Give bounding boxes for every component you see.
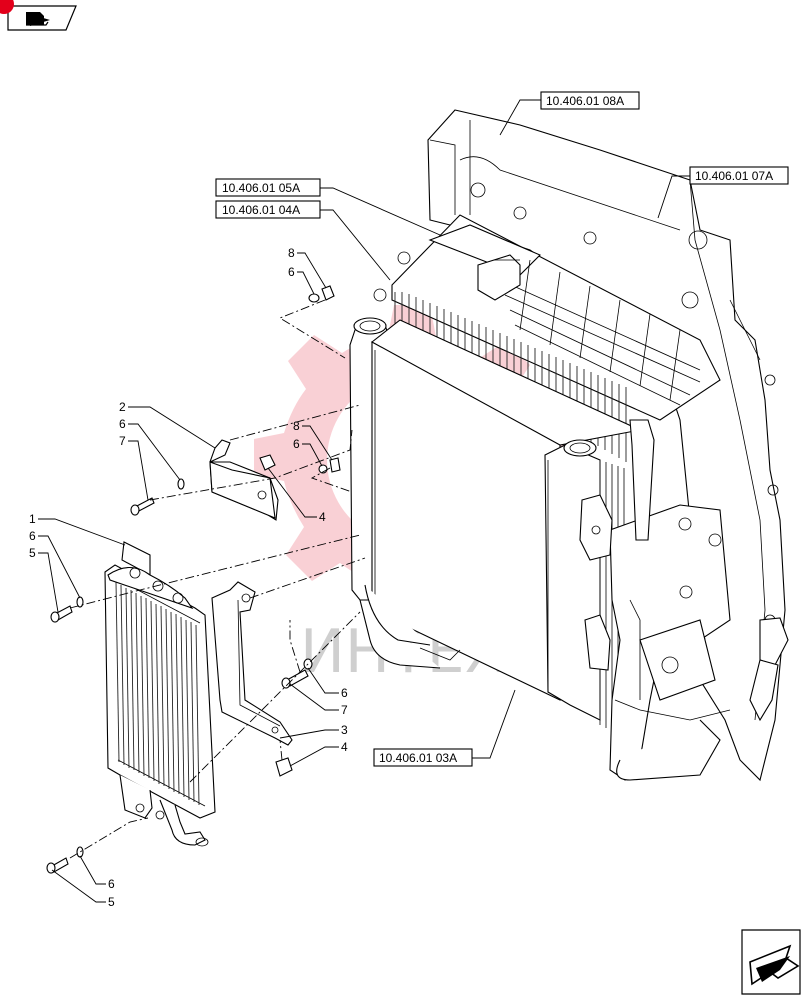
callout-6-lower-bracket: 6 (307, 667, 348, 700)
reference-box-07a[interactable]: 10.406.01 07A (657, 166, 789, 219)
callout-4-lower: 4 (289, 740, 348, 767)
right-mount-bracket (579, 419, 789, 781)
hardware-bolt-8a (308, 285, 335, 303)
bracket-3 (211, 581, 293, 746)
callout-1: 1 (29, 512, 126, 546)
hardware-nut-4a (259, 454, 276, 471)
callout-8-middle: 8 (293, 419, 333, 461)
reference-box-04a[interactable]: 10.406.01 04A (215, 200, 391, 281)
book-arrow-icon (26, 12, 50, 26)
hardware-washer-6b (177, 478, 185, 490)
reference-label: 10.406.01 05A (222, 181, 300, 195)
upper-cooler-grid (499, 259, 701, 406)
svg-text:6: 6 (119, 417, 126, 431)
callout-5-bottom: 5 (51, 869, 115, 909)
svg-text:4: 4 (341, 740, 348, 754)
hardware-nut-4b (275, 757, 293, 777)
reference-label: 10.406.01 04A (222, 203, 300, 217)
hardware-screw-7a (130, 497, 155, 516)
next-page-arrow-icon (749, 944, 800, 986)
callout-2: 2 (119, 400, 216, 449)
reference-box-08a[interactable]: 10.406.01 08A (499, 91, 640, 136)
oil-cooler-fins (115, 581, 200, 806)
upper-radiator-core (373, 214, 721, 462)
assembly-center-lines (69, 299, 366, 859)
callout-4-upper: 4 (267, 467, 326, 524)
prev-page-button[interactable] (7, 5, 77, 31)
reference-label: 10.406.01 03A (379, 751, 457, 765)
hardware-bolt-8b (318, 457, 341, 474)
svg-text:7: 7 (341, 703, 348, 717)
svg-text:5: 5 (29, 546, 36, 560)
next-page-button[interactable] (741, 929, 801, 995)
callout-7-lower-bracket: 7 (289, 683, 348, 717)
svg-text:8: 8 (293, 419, 300, 433)
callout-3: 3 (279, 723, 348, 739)
reference-box-03a[interactable]: 10.406.01 03A (373, 689, 516, 767)
callout-5-cooler: 5 (29, 546, 59, 613)
callout-6-bracket: 6 (119, 417, 181, 481)
reference-label: 10.406.01 08A (546, 94, 624, 108)
svg-text:7: 7 (119, 434, 126, 448)
svg-text:5: 5 (108, 895, 115, 909)
svg-text:6: 6 (288, 265, 295, 279)
reference-box-05a[interactable]: 10.406.01 05A (215, 178, 441, 236)
callout-6-cooler: 6 (29, 529, 81, 599)
svg-text:3: 3 (341, 723, 348, 737)
callout-6-upper: 6 (288, 265, 315, 295)
svg-text:6: 6 (293, 437, 300, 451)
callout-6-bottom: 6 (79, 855, 115, 891)
svg-text:4: 4 (319, 510, 326, 524)
svg-text:1: 1 (29, 512, 36, 526)
bracket-2 (209, 439, 279, 521)
svg-text:6: 6 (108, 877, 115, 891)
main-radiator (349, 317, 642, 735)
svg-text:2: 2 (119, 400, 126, 414)
svg-text:6: 6 (29, 529, 36, 543)
callout-7-bracket: 7 (119, 434, 149, 501)
hardware-screw-5a (50, 605, 73, 623)
hardware-washer-6c (76, 596, 84, 608)
callout-8-upper: 8 (288, 246, 327, 289)
status-badge (0, 0, 14, 14)
oil-cooler (104, 541, 216, 847)
svg-text:8: 8 (288, 246, 295, 260)
reference-label: 10.406.01 07A (695, 169, 773, 183)
hardware-screw-5b (46, 846, 84, 874)
svg-text:6: 6 (341, 686, 348, 700)
callout-6-middle: 6 (293, 437, 323, 467)
